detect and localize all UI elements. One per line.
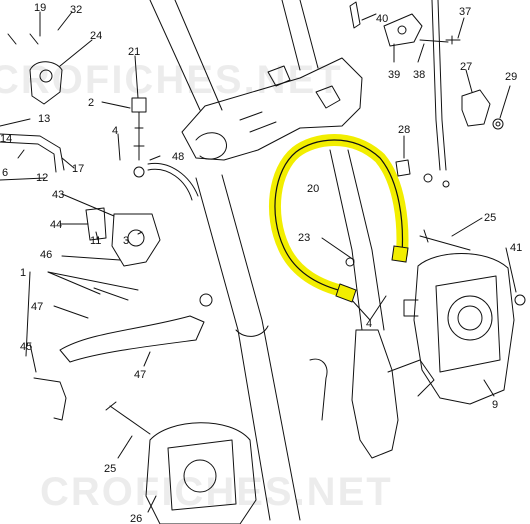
callout-17: 17 [72, 163, 84, 175]
bolt-25-right [419, 229, 471, 251]
brake-line-48 [147, 162, 199, 201]
callout-21: 21 [128, 46, 140, 58]
callout-26: 26 [130, 513, 142, 524]
hose-fitting-upper [391, 245, 409, 263]
callout-6: 6 [2, 167, 8, 179]
callout-39: 39 [388, 69, 400, 81]
callout-1: 1 [20, 267, 26, 279]
callout-46: 46 [40, 249, 52, 261]
brake-line-right [431, 0, 447, 171]
callout-43: 43 [52, 189, 64, 201]
callout-47-lower: 47 [134, 369, 146, 381]
brake-caliper-right [403, 253, 515, 405]
sensor-45 [33, 377, 67, 421]
callout-41: 41 [510, 242, 522, 254]
callout-44: 44 [50, 219, 62, 231]
bolt-37 [445, 35, 461, 45]
callout-20: 20 [307, 183, 319, 195]
callout-38: 38 [413, 69, 425, 81]
callout-13: 13 [38, 113, 50, 125]
master-cylinder [7, 33, 63, 105]
callout-11: 11 [90, 235, 101, 247]
callout-23: 23 [298, 232, 310, 244]
callout-37: 37 [459, 6, 471, 18]
callout-28: 28 [398, 124, 410, 136]
hose-fitting-lower [335, 283, 357, 303]
brake-hose-13 [0, 133, 65, 173]
callout-29: 29 [505, 71, 517, 83]
callout-12: 12 [36, 172, 48, 184]
callout-9: 9 [492, 399, 498, 411]
union-21 [131, 97, 147, 178]
fork-tube-right [281, 0, 385, 331]
callout-14: 14 [0, 133, 12, 145]
bleeder-41 [514, 294, 526, 306]
callout-25-right: 25 [484, 212, 496, 224]
bolt-28 [395, 159, 450, 188]
brake-hose-20[interactable] [268, 134, 409, 303]
brake-caliper-left [145, 422, 257, 524]
triple-clamp [181, 57, 363, 161]
brake-lever-47 [59, 287, 213, 363]
banjo-bolt-23 [345, 257, 355, 267]
fork-tube-left [149, 0, 301, 521]
callout-27: 27 [460, 61, 472, 73]
callout-47-upper: 47 [31, 301, 43, 313]
callout-25-left: 25 [104, 463, 116, 475]
callout-2: 2 [88, 97, 94, 109]
watermark-top: CROFICHES.NET [0, 58, 343, 102]
callout-32: 32 [70, 4, 82, 16]
nut-29 [492, 118, 504, 130]
leader-lines [0, 11, 517, 513]
callout-24: 24 [90, 30, 102, 42]
callout-4-upper: 4 [112, 125, 118, 137]
callout-45: 45 [20, 341, 32, 353]
fork-leg-right [309, 329, 435, 459]
lever-body [85, 207, 161, 267]
callout-19: 19 [34, 2, 46, 14]
watermark-bottom: CROFICHES.NET [40, 470, 393, 514]
callout-3: 3 [123, 235, 129, 247]
cable-guide-40 [349, 1, 449, 47]
callout-4-lower: 4 [366, 318, 372, 330]
hose-outline [274, 139, 404, 293]
bolt-25-left [105, 401, 151, 435]
bracket-27 [461, 89, 491, 127]
callout-40: 40 [376, 13, 388, 25]
callout-48: 48 [172, 151, 184, 163]
